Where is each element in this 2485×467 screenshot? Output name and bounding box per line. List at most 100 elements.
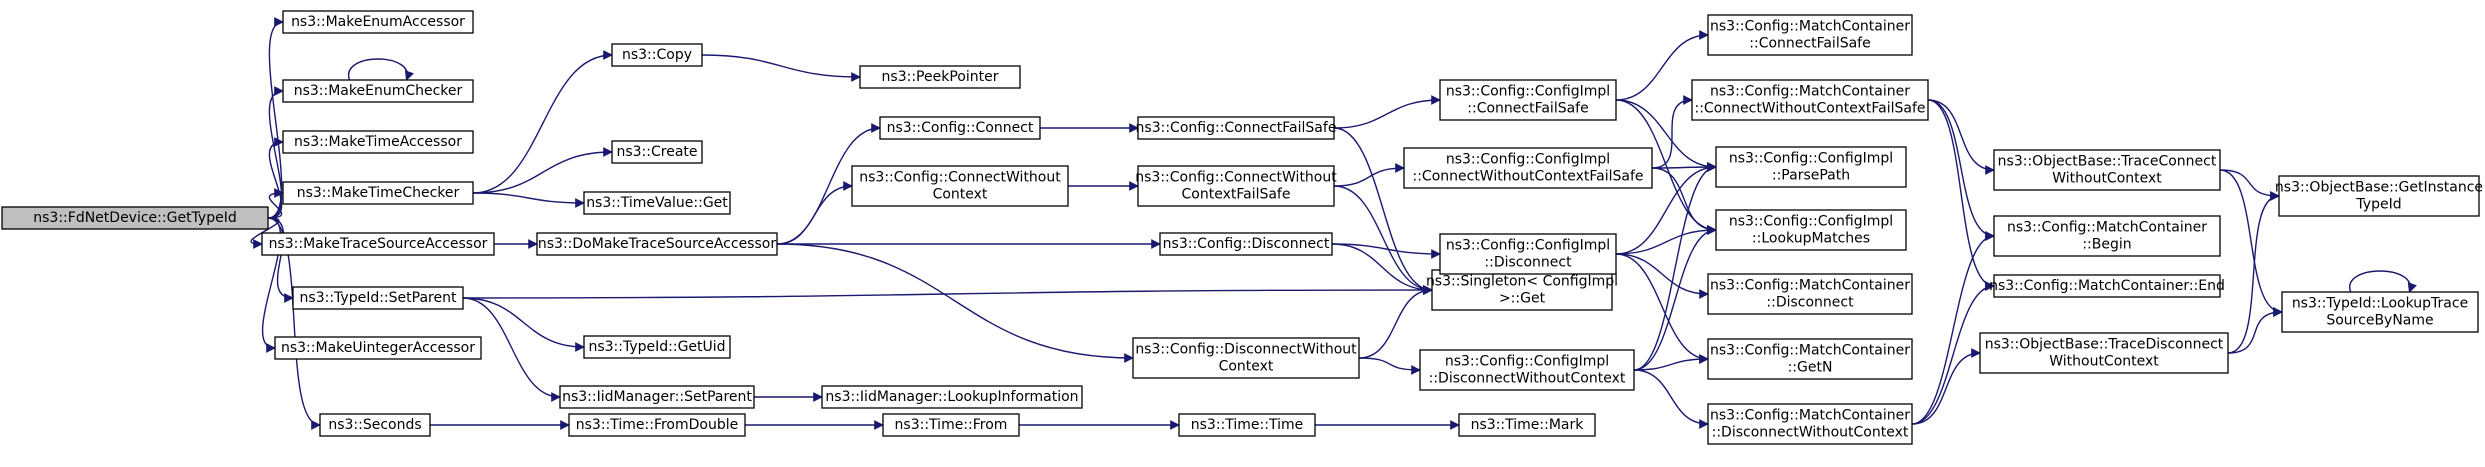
node-time-time[interactable]: ns3::Time::Time (1178, 413, 1316, 437)
node-label: TypeId (2355, 197, 2401, 213)
edge-doMakeTrace-to-cfgDisconnectWo (776, 243, 1134, 363)
node-get-uid[interactable]: ns3::TypeId::GetUid (583, 335, 731, 359)
node-label: SourceByName (2326, 313, 2433, 329)
node-label: WithoutContext (2049, 354, 2159, 370)
node-label: ns3::ObjectBase::TraceConnect (1998, 154, 2217, 170)
node-mc-disconnect[interactable]: ns3::Config::MatchContainer::Disconnect (1707, 273, 1913, 315)
node-label: ns3::Config::MatchContainer (1710, 343, 1910, 359)
node-label: ns3::Config::ConfigImpl (1729, 151, 1893, 167)
edge-mcConnectWoFS-to-mcEnd (1927, 99, 1995, 291)
node-iid-lookup-info[interactable]: ns3::IidManager::LookupInformation (821, 385, 1083, 409)
edge-implConnectWoFS-to-mcConnectWoFS (1651, 95, 1693, 169)
node-label: ::ConnectFailSafe (1467, 101, 1588, 117)
node-label: Context (933, 187, 988, 203)
node-mc-end[interactable]: ns3::Config::MatchContainer::End (1989, 274, 2225, 298)
node-cfg-connect[interactable]: ns3::Config::Connect (879, 116, 1041, 140)
edge-doMakeTrace-to-cfgConnectWo (776, 181, 853, 245)
node-mc-disconnect-wo[interactable]: ns3::Config::MatchContainer::DisconnectW… (1707, 403, 1913, 445)
node-label: ::Disconnect (1766, 295, 1854, 311)
edge-implConnectWoFS-to-implLookup (1651, 167, 1717, 235)
edge-setParent-to-singletonGet (462, 285, 1433, 299)
edge-obTraceConnect-to-lookupTrace (2219, 169, 2283, 317)
node-mc-connect-f-s[interactable]: ns3::Config::MatchContainer::ConnectFail… (1707, 14, 1913, 56)
node-impl-lookup[interactable]: ns3::Config::ConfigImpl::LookupMatches (1715, 209, 1907, 251)
edge-implConnectFS-to-mcConnectFS (1615, 30, 1709, 101)
node-time-from[interactable]: ns3::Time::From (882, 413, 1020, 437)
node-cfg-connect-wo-f-s[interactable]: ns3::Config::ConnectWithoutContextFailSa… (1135, 165, 1337, 207)
node-make-time-chk[interactable]: ns3::MakeTimeChecker (282, 181, 474, 205)
node-label: ns3::Time::Time (1191, 417, 1303, 433)
node-cfg-connect-f-s[interactable]: ns3::Config::ConnectFailSafe (1136, 116, 1337, 140)
node-impl-disconnect[interactable]: ns3::Config::ConfigImpl::Disconnect (1439, 233, 1617, 275)
node-iid-set-parent[interactable]: ns3::IidManager::SetParent (559, 385, 755, 409)
node-label: ns3::PeekPointer (882, 69, 999, 85)
node-label: ns3::Config::MatchContainer (1710, 408, 1910, 424)
edge-copy-to-peekPointer (701, 54, 861, 82)
node-impl-connect-wo-f-s[interactable]: ns3::Config::ConfigImpl::ConnectWithoutC… (1403, 147, 1653, 189)
node-root[interactable]: ns3::FdNetDevice::GetTypeId (1, 206, 269, 230)
edge-makeTimeChk-to-copy (472, 50, 613, 194)
node-label: ns3::Config::ConfigImpl (1445, 354, 1609, 370)
function-nodes: ns3::FdNetDevice::GetTypeId ns3::MakeEnum… (1, 10, 2483, 445)
node-make-uint-acc[interactable]: ns3::MakeUintegerAccessor (274, 336, 482, 360)
node-label: ns3::IidManager::SetParent (562, 389, 752, 405)
node-label: >::Get (1499, 291, 1546, 307)
node-ob-trace-disconnect[interactable]: ns3::ObjectBase::TraceDisconnectWithoutC… (1979, 332, 2229, 374)
node-label: ::DisconnectWithoutContext (1429, 371, 1626, 387)
node-impl-connect-f-s[interactable]: ns3::Config::ConfigImpl::ConnectFailSafe (1439, 79, 1617, 121)
node-label: ns3::MakeTimeAccessor (294, 134, 462, 150)
node-from-double[interactable]: ns3::Time::FromDouble (568, 413, 746, 437)
node-make-enum-acc[interactable]: ns3::MakeEnumAccessor (282, 10, 474, 34)
call-edges (250, 17, 2417, 430)
node-mc-begin[interactable]: ns3::Config::MatchContainer::Begin (1993, 215, 2221, 257)
edge-implDisconnect-to-mcDisconnect (1615, 253, 1709, 299)
node-do-make-trace[interactable]: ns3::DoMakeTraceSourceAccessor (536, 232, 778, 256)
edge-setParent-to-getUid (462, 297, 585, 352)
node-cfg-disconnect[interactable]: ns3::Config::Disconnect (1159, 232, 1333, 256)
node-cfg-connect-wo[interactable]: ns3::Config::ConnectWithoutContext (851, 165, 1069, 207)
node-seconds[interactable]: ns3::Seconds (319, 413, 431, 437)
node-make-enum-chk[interactable]: ns3::MakeEnumChecker (282, 79, 474, 103)
edge-cfgConnectFS-to-implConnectFS (1333, 95, 1441, 129)
node-time-mark[interactable]: ns3::Time::Mark (1458, 413, 1596, 437)
edge-implDisconnectWo-to-mcGetN (1633, 354, 1709, 371)
edge-cfgDisconnect-to-implDisconnect (1331, 243, 1441, 259)
node-label: ns3::MakeEnumChecker (294, 83, 463, 99)
node-time-value-get[interactable]: ns3::TimeValue::Get (583, 191, 731, 215)
node-singleton-get[interactable]: ns3::Singleton< ConfigImpl>::Get (1426, 269, 1618, 311)
node-copy[interactable]: ns3::Copy (611, 43, 703, 67)
node-mc-connect-wo-f-s[interactable]: ns3::Config::MatchContainer::ConnectWith… (1691, 79, 1929, 121)
node-set-parent[interactable]: ns3::TypeId::SetParent (292, 286, 464, 310)
node-label: ns3::Config::MatchContainer (1710, 278, 1910, 294)
node-label: ns3::TypeId::SetParent (300, 290, 457, 306)
node-label: ns3::Copy (622, 47, 692, 63)
edge-makeEnumChk-to-makeEnumChk (348, 58, 415, 81)
node-label: ns3::Config::ConnectFailSafe (1136, 120, 1337, 136)
edge-root-to-makeTimeChk (267, 188, 284, 219)
node-cfg-disconnect-wo[interactable]: ns3::Config::DisconnectWithoutContext (1132, 337, 1360, 379)
node-label: Context (1219, 359, 1274, 375)
node-impl-parse-path[interactable]: ns3::Config::ConfigImpl::ParsePath (1715, 146, 1907, 188)
node-label: ns3::Time::Mark (1471, 417, 1585, 433)
node-make-time-acc[interactable]: ns3::MakeTimeAccessor (282, 130, 474, 154)
node-label: ns3::Config::Connect (887, 120, 1034, 136)
node-label: ns3::Config::MatchContainer (1710, 84, 1910, 100)
node-make-trace-acc[interactable]: ns3::MakeTraceSourceAccessor (261, 232, 495, 256)
node-label: ns3::Config::ConnectWithout (859, 170, 1061, 186)
node-mc-get-n[interactable]: ns3::Config::MatchContainer::GetN (1707, 338, 1913, 380)
node-label: ::ConnectFailSafe (1749, 36, 1870, 52)
node-label: ns3::IidManager::LookupInformation (825, 389, 1078, 405)
node-label: ns3::Config::MatchContainer (2007, 220, 2207, 236)
node-peek-pointer[interactable]: ns3::PeekPointer (859, 65, 1021, 89)
node-label: ns3::Config::ConfigImpl (1446, 84, 1610, 100)
node-label: ns3::Seconds (328, 417, 421, 433)
node-label: ns3::Time::FromDouble (576, 417, 739, 433)
node-ob-trace-connect[interactable]: ns3::ObjectBase::TraceConnectWithoutCont… (1993, 149, 2221, 191)
node-label: ns3::DoMakeTraceSourceAccessor (538, 236, 776, 252)
edge-makeTimeChk-to-timeValueGet (472, 192, 585, 208)
node-create[interactable]: ns3::Create (611, 140, 703, 164)
node-impl-disconnect-wo[interactable]: ns3::Config::ConfigImpl::DisconnectWitho… (1419, 349, 1635, 391)
